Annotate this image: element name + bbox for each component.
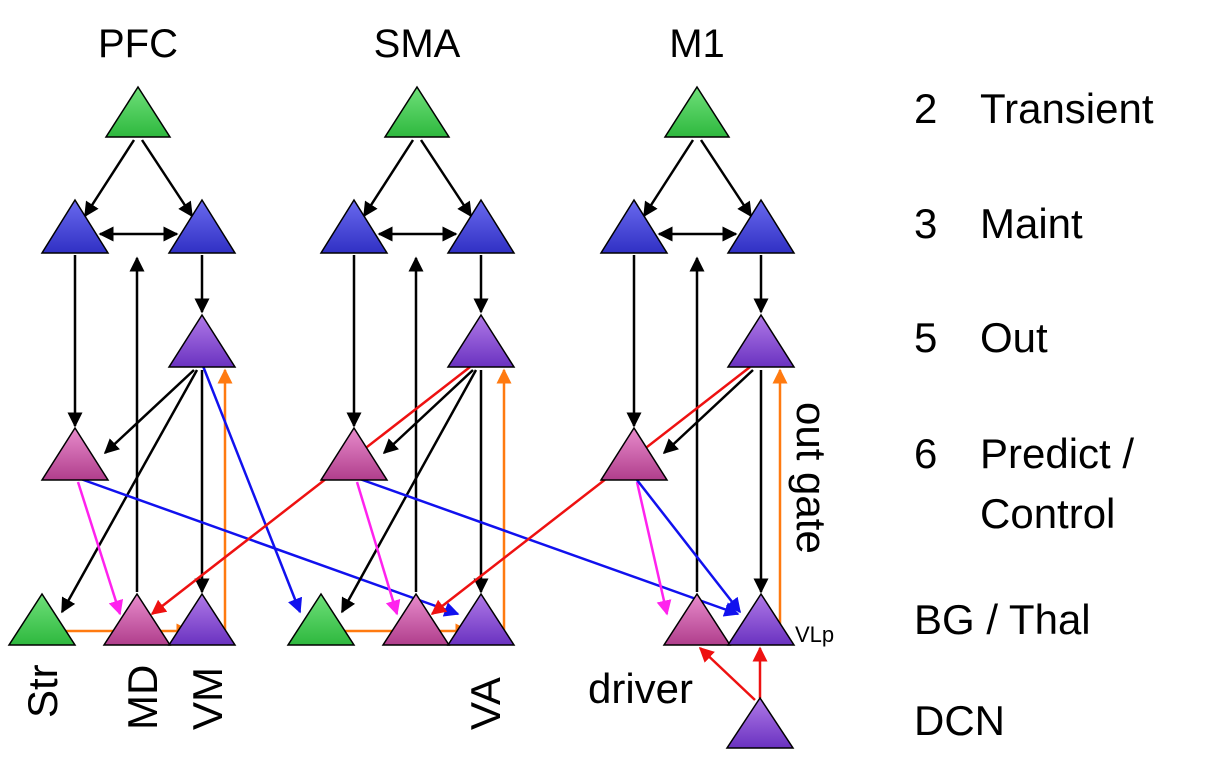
pfc-l6-pink-triangle (40, 426, 110, 481)
sma-l3-left-blue-triangle (319, 198, 389, 254)
pfc-l3-left-blue-triangle (40, 198, 110, 254)
sma-l5-to-l6-arrow (382, 369, 474, 455)
m1-l6-to-vlp-blue-arrow (636, 479, 741, 614)
m1-l5-to-l6-arrow (662, 369, 754, 455)
sma-l6-to-m1-vlp-blue-arrow (356, 476, 740, 617)
pfc-l3-right-blue-triangle (167, 198, 237, 254)
pfc-l2-to-l3-right-arrow (140, 139, 194, 218)
pfc-vm-purple-triangle (167, 592, 237, 646)
m1-l2-to-l3-left-arrow (642, 139, 695, 218)
m1-l2-to-l3-right-arrow (699, 139, 753, 218)
vm-label: VM (184, 667, 231, 730)
dcn-to-md-red-arrow (698, 646, 756, 701)
driver-label: driver (588, 665, 693, 712)
layer-2-name: Transient (980, 85, 1154, 132)
sma-md-pink-triangle (381, 592, 451, 646)
m1-vlp-purple-triangle (726, 592, 796, 646)
dcn-purple-triangle (725, 696, 795, 749)
m1-md-pink-triangle (662, 592, 732, 646)
sma-l2-to-l3-left-arrow (362, 139, 415, 218)
m1-l3-left-blue-triangle (599, 198, 669, 254)
m1-l5-purple-triangle (726, 313, 796, 368)
sma-l5-to-pfc-md-red-arrow (150, 366, 471, 615)
pfc-md-pink-triangle (102, 592, 172, 646)
sma-l2-green-triangle (383, 85, 451, 138)
pfc-str-green-triangle (7, 592, 77, 646)
pfc-l2-to-l3-left-arrow (83, 139, 136, 218)
pfc-l5-to-sma-str-blue-arrow (201, 365, 303, 614)
pfc-l2-green-triangle (104, 85, 172, 138)
layer-6-name: Predict / (980, 430, 1134, 477)
md-label: MD (119, 665, 166, 730)
sma-l3-right-blue-triangle (446, 198, 516, 254)
connection-arrows (60, 139, 788, 701)
layer-2-number: 2 (914, 85, 937, 132)
layer-6-number: 6 (914, 430, 937, 477)
m1-l5-to-sma-md-red-arrow (430, 366, 751, 615)
vlp-label: VLp (795, 622, 834, 647)
pfc-l5-to-l6-arrow (103, 369, 195, 455)
m1-l6-to-md-magenta-arrow (635, 481, 672, 616)
column-title-sma: SMA (374, 22, 461, 66)
layer-3-name: Maint (980, 200, 1083, 247)
neuron-triangles (7, 85, 796, 749)
va-label: VA (462, 677, 509, 730)
column-title-pfc: PFC (98, 22, 178, 66)
sma-l6-to-md-magenta-arrow (355, 481, 401, 616)
pfc-l6-to-sma-va-blue-arrow (77, 476, 460, 617)
layer-5-name: Out (980, 314, 1048, 361)
m1-l2-green-triangle (663, 85, 731, 138)
dcn-label: DCN (914, 697, 1005, 744)
sma-str-green-triangle (286, 592, 356, 646)
layer-3-number: 3 (914, 200, 937, 247)
pfc-l5-purple-triangle (167, 313, 237, 368)
sma-va-purple-triangle (446, 592, 516, 646)
layer-5-number: 5 (914, 314, 937, 361)
out-gate-label: out gate (788, 402, 835, 554)
str-label: Str (19, 664, 66, 718)
pfc-l6-to-md-magenta-arrow (76, 481, 124, 616)
column-title-m1: M1 (669, 22, 725, 66)
sma-l6-pink-triangle (319, 426, 389, 481)
sma-l2-to-l3-right-arrow (419, 139, 473, 218)
sma-l5-to-str-arrow (340, 369, 478, 614)
m1-l3-right-blue-triangle (726, 198, 796, 254)
pfc-l5-to-str-arrow (60, 369, 199, 614)
m1-l6-pink-triangle (599, 426, 669, 481)
layer-6-name-line2: Control (980, 490, 1115, 537)
sma-l5-purple-triangle (446, 313, 516, 368)
bg-thal-label: BG / Thal (914, 596, 1091, 643)
